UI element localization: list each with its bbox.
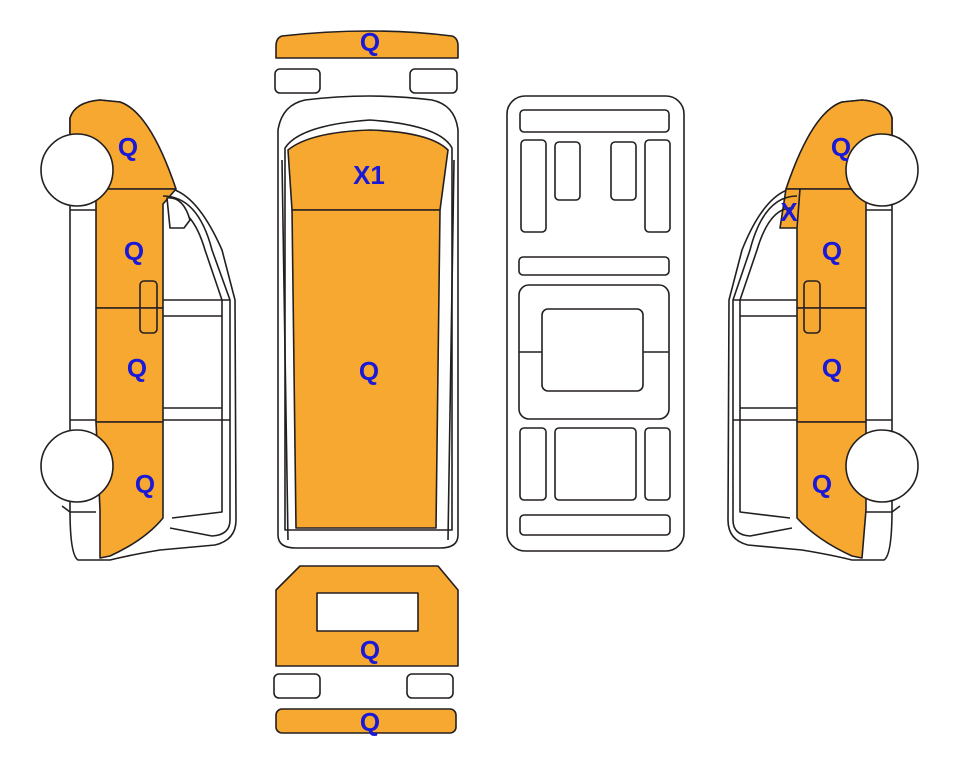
label-left-middle-panel: Q xyxy=(127,353,147,383)
right-window-frame-outer xyxy=(732,195,798,537)
underbody-panel-d xyxy=(610,141,637,201)
top-side-line-left xyxy=(281,159,289,541)
left-front-wheel xyxy=(40,133,114,207)
top-view xyxy=(277,95,459,549)
right-front-wheel xyxy=(845,133,919,207)
label-right-rear-quarter: Q xyxy=(812,469,832,499)
underbody-panel-j xyxy=(554,427,637,501)
left-window-frame-outer xyxy=(162,195,231,537)
left-front-door-panel xyxy=(95,188,177,309)
rear-bumper-panel xyxy=(275,708,457,734)
left-mirror xyxy=(61,505,96,513)
left-quarter-window xyxy=(166,197,191,229)
left-side-view xyxy=(40,99,237,561)
underbody-panel-k xyxy=(644,427,671,501)
label-left-front-door: Q xyxy=(124,236,144,266)
rear-light-right xyxy=(406,673,454,699)
underbody-panel-a xyxy=(519,109,670,133)
front-headlight-right xyxy=(409,68,458,94)
underbody-panel-f xyxy=(518,256,670,276)
hood-panel xyxy=(287,129,449,211)
top-inner-outline xyxy=(284,119,453,531)
label-right-front-door: Q xyxy=(822,236,842,266)
underbody-view xyxy=(506,95,685,552)
front-headlight-left xyxy=(274,68,321,94)
left-rear-quarter-panel xyxy=(95,421,164,559)
label-right-a-pillar: X xyxy=(780,197,798,227)
label-front-bumper: Q xyxy=(360,27,380,57)
left-rear-wheel xyxy=(40,429,114,503)
rear-light-left xyxy=(273,673,321,699)
front-view xyxy=(274,30,459,94)
right-mirror xyxy=(866,505,901,513)
label-rear-door: Q xyxy=(360,635,380,665)
label-right-middle-panel: Q xyxy=(822,353,842,383)
label-left-front-fender: Q xyxy=(118,132,138,162)
right-side-view xyxy=(727,99,919,561)
rear-view xyxy=(273,565,459,734)
underbody-panel-i xyxy=(519,427,547,501)
right-rear-wheel xyxy=(845,429,919,503)
underbody-panel-l xyxy=(519,514,671,536)
underbody-panel-c xyxy=(554,141,581,201)
label-rear-bumper: Q xyxy=(360,707,380,737)
damage-labels: Q X1 Q Q Q Q Q Q Q Q X Q Q Q xyxy=(118,27,851,737)
rear-window xyxy=(316,592,419,632)
underbody-panel-e xyxy=(644,139,671,233)
right-door-handle xyxy=(803,280,821,334)
roof-panel xyxy=(291,209,441,529)
right-window-frame-inner xyxy=(739,207,795,519)
label-left-rear-quarter: Q xyxy=(135,469,155,499)
top-side-line-right xyxy=(447,159,455,541)
underbody-panel-b xyxy=(520,139,547,233)
label-roof: Q xyxy=(359,356,379,386)
front-bumper-panel xyxy=(275,30,459,59)
label-hood: X1 xyxy=(353,160,385,190)
underbody-panel-h xyxy=(541,308,644,392)
left-door-handle xyxy=(139,280,158,334)
label-right-front-fender: Q xyxy=(831,132,851,162)
